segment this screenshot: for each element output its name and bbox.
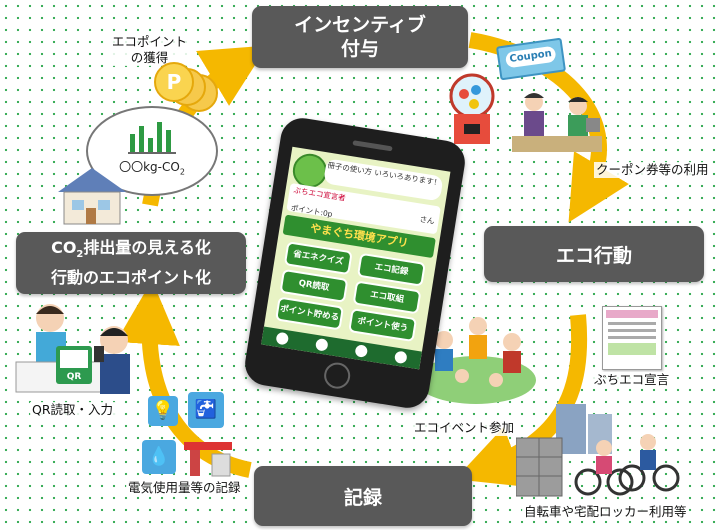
app-screen: 冊子の使い方 いろいろあります！ ぶちエコ宣言者 さん ポイント:0p やまぐち…: [261, 146, 451, 370]
phone-speaker: [352, 140, 393, 152]
coin-p: P: [154, 62, 194, 102]
eco-point-label: エコポイント の獲得: [110, 34, 190, 66]
nav-settings-icon[interactable]: [393, 350, 408, 365]
declaration-sheet: [602, 306, 662, 370]
nav-home-icon[interactable]: [275, 331, 290, 346]
eco-event-illustration: [416, 317, 536, 404]
gacha-machine-icon: [449, 73, 495, 144]
eco-action-box: エコ行動: [484, 226, 704, 282]
electricity-record-label: 電気使用量等の記録: [126, 480, 243, 496]
gas-flame-icon: 💧: [142, 440, 176, 474]
gas-station-icon: [184, 442, 232, 477]
qr-code-card: QR: [56, 346, 92, 384]
visualize-box: CO2排出量の見える化 行動のエコポイント化: [16, 232, 246, 294]
visualize-line2: 行動のエコポイント化: [50, 267, 211, 287]
coins-icon: P: [150, 62, 220, 112]
qr-input-label: QR読取・入力: [30, 402, 116, 418]
use-points-button[interactable]: ポイント使う: [348, 308, 418, 343]
incentive-box: インセンティブ 付与: [252, 6, 468, 68]
shop-clerk-icon: [512, 93, 602, 152]
bike-locker-label: 自転車や宅配ロッカー利用等: [522, 504, 689, 520]
declaration-label: ぶちエコ宣言: [592, 372, 672, 388]
qr-badge-text: QR: [66, 372, 82, 382]
bar-chart-icon: [128, 122, 176, 154]
nav-list-icon[interactable]: [314, 337, 329, 352]
record-box: 記録: [254, 466, 472, 526]
co2-value-text: 〇〇kg-CO2: [119, 160, 185, 177]
house-icon: [58, 168, 126, 225]
collect-points-button[interactable]: ポイント貯める: [275, 296, 345, 331]
coupon-text: Coupon: [504, 45, 557, 69]
home-button[interactable]: [322, 360, 353, 391]
bulb-icon: 💡: [148, 396, 178, 426]
event-label: エコイベント参加: [412, 420, 517, 436]
nav-point-icon[interactable]: [354, 344, 369, 358]
visualize-line1: CO2排出量の見える化: [51, 238, 211, 261]
water-tap-icon: 🚰: [188, 392, 224, 428]
locker-bike-illustration: [516, 404, 680, 497]
coupon-use-label: クーポン券等の利用: [594, 162, 711, 178]
